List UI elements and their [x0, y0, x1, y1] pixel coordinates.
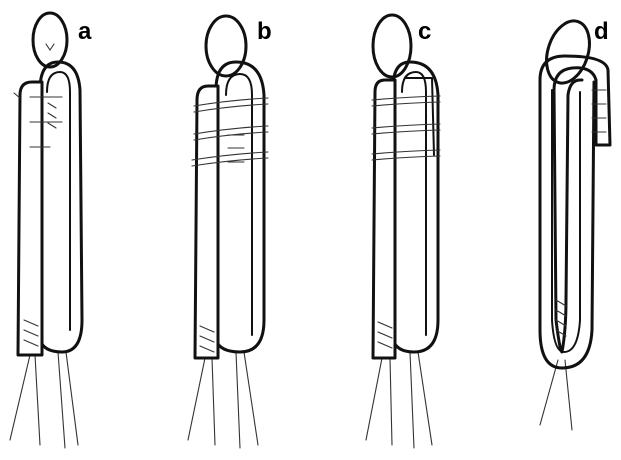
panel-c-suture-4 [418, 352, 432, 445]
panel-c-suture-3 [410, 352, 414, 448]
panel-a-suture-1 [10, 355, 30, 440]
panel-d-suture-1 [540, 360, 558, 425]
panel-a-graft-limb [18, 82, 42, 355]
panel-b-graft-limb [195, 86, 218, 358]
panel-b-suture-1 [188, 358, 205, 440]
panel-c-drawing [366, 15, 440, 448]
panel-a-ring [33, 13, 67, 67]
panel-d-graft-outer [540, 56, 610, 352]
panel-c-suture-2 [390, 358, 392, 445]
panel-a-suture-3 [58, 352, 65, 448]
panel-b-drawing [188, 16, 268, 448]
panel-a-drawing [10, 13, 82, 448]
panel-c-suture-1 [366, 358, 382, 440]
panel-c-ring [373, 15, 411, 77]
panel-b-suture-4 [244, 352, 258, 445]
panel-a-graft-loop [40, 62, 82, 352]
panel-c-graft-limb [373, 80, 395, 358]
panel-d-suture-2 [565, 360, 572, 430]
panel-b-suture-3 [236, 352, 240, 448]
panel-a-suture-2 [35, 355, 40, 445]
panel-a-suture-4 [66, 352, 78, 445]
panel-d-drawing [539, 15, 610, 430]
panel-c-graft-loop [393, 62, 438, 352]
panel-b-suture-2 [212, 358, 215, 445]
